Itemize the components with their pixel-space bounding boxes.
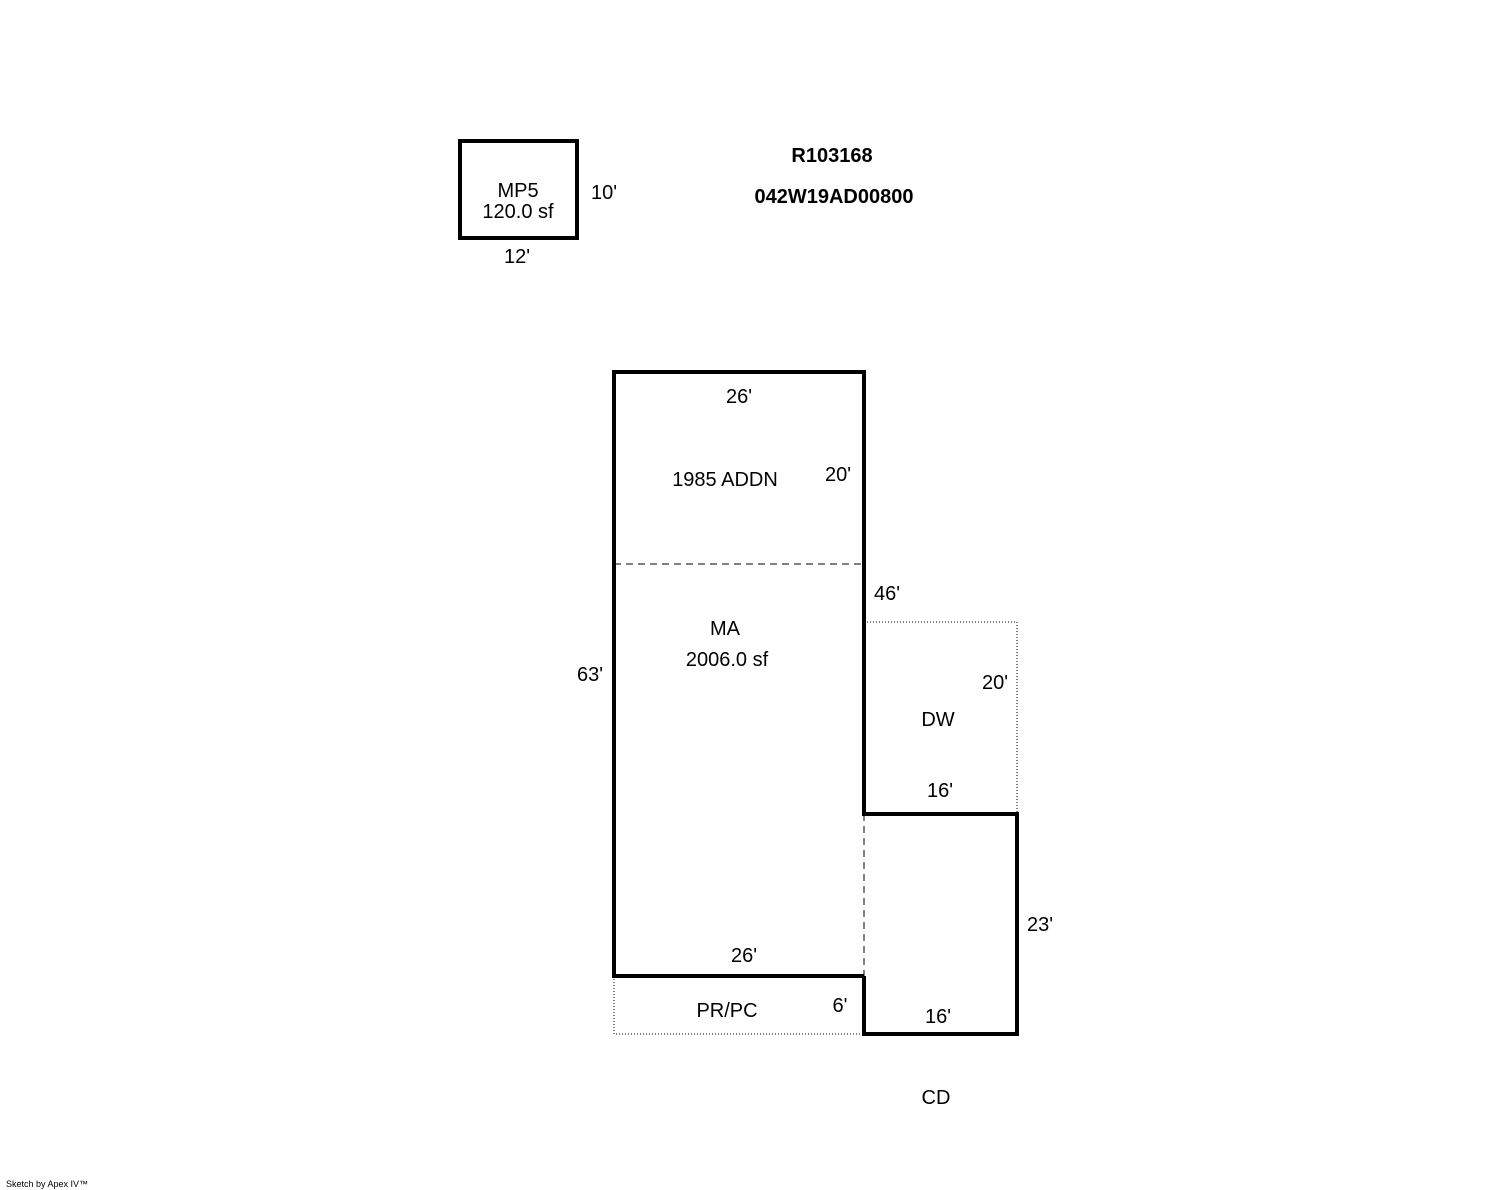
dw-dim-bottom: 16'	[927, 780, 953, 802]
ma-dim-right: 46'	[874, 583, 900, 605]
sketch-credit: Sketch by Apex IV™	[6, 1179, 88, 1189]
cd-label: CD	[922, 1087, 951, 1109]
dw-label: DW	[921, 709, 954, 731]
mp5-label: MP5	[497, 180, 538, 202]
mp5-outline	[458, 139, 579, 240]
map-number: 042W19AD00800	[755, 186, 914, 208]
mp5-dim-bottom: 12'	[504, 246, 530, 268]
ma-dim-left: 63'	[577, 664, 603, 686]
mp5-area: 120.0 sf	[482, 201, 554, 223]
addn-dim-top: 26'	[726, 386, 752, 408]
cd-dim-bottom: 16'	[925, 1006, 951, 1028]
ma-dim-bottom: 26'	[731, 945, 757, 967]
ma-label: MA	[710, 618, 741, 640]
addn-dim-side: 20'	[825, 464, 851, 486]
mp5-structure: MP5 120.0 sf 10' 12'	[458, 139, 617, 268]
prpc-dim-side: 6'	[833, 995, 848, 1017]
dw-outline	[864, 621, 1018, 814]
main-building	[612, 370, 1019, 1036]
prpc-outline	[613, 976, 864, 1035]
prpc-label: PR/PC	[696, 1000, 757, 1022]
addn-label: 1985 ADDN	[672, 469, 778, 491]
ma-area: 2006.0 sf	[686, 649, 769, 671]
parcel-id: R103168	[791, 145, 872, 167]
mp5-dim-side: 10'	[591, 182, 617, 204]
cd-dim-side: 23'	[1027, 914, 1053, 936]
dw-dim-side: 20'	[982, 672, 1008, 694]
